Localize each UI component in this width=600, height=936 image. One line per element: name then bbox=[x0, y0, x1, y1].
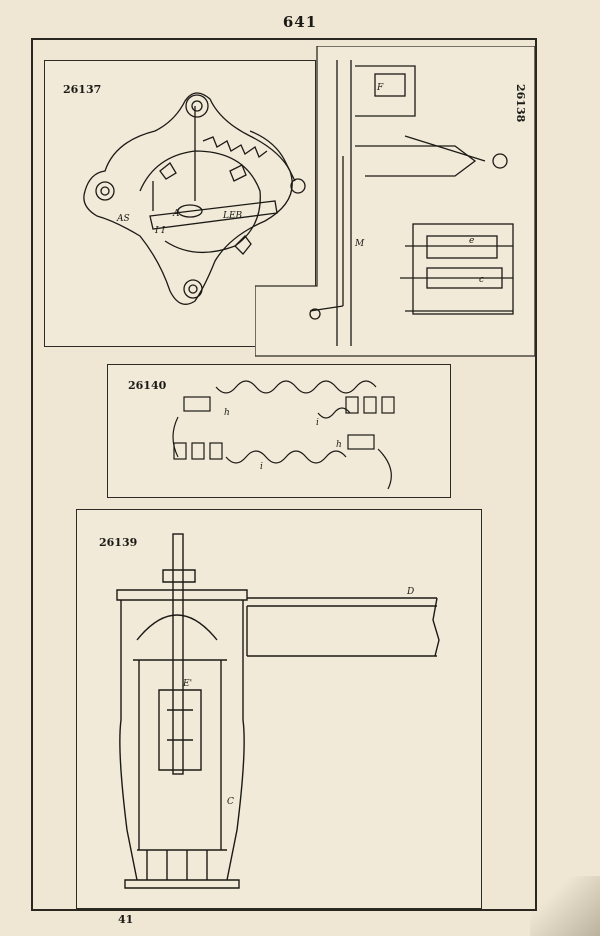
figure-26137-drawing: A LEB AS I I bbox=[83, 92, 306, 305]
page-corner-shadow bbox=[530, 876, 600, 936]
figure-26140-drawing: h i h i bbox=[172, 380, 395, 490]
figure-26140-label-i1: i bbox=[316, 418, 319, 428]
figure-26138-number: 26138 bbox=[514, 84, 527, 123]
plate-frame: 26137 A LEB AS I I bbox=[31, 38, 537, 911]
figure-26137-panel: 26137 A LEB AS I I bbox=[44, 60, 316, 347]
figure-26138-panel: F M e c 26138 bbox=[255, 46, 537, 359]
figure-26139-drawing: D E' C bbox=[116, 533, 440, 889]
figure-26139-label-d: D bbox=[406, 587, 414, 597]
figure-26140-label-h1: h bbox=[224, 408, 230, 418]
figure-26137-label-as: AS bbox=[116, 214, 130, 224]
figure-26137-number: 26137 bbox=[63, 83, 102, 96]
figure-26137-label-leb: LEB bbox=[222, 211, 243, 221]
figure-26138-drawing: F M e c 26138 bbox=[255, 46, 536, 357]
page-number: 641 bbox=[282, 13, 318, 31]
figure-26139-label-e-prime: E' bbox=[182, 679, 192, 689]
figure-26139-panel: 26139 bbox=[76, 509, 482, 909]
figure-26140-label-h2: h bbox=[336, 440, 342, 450]
figure-26140-number: 26140 bbox=[128, 379, 167, 392]
figure-26140-label-i2: i bbox=[260, 462, 263, 472]
figure-26139-number: 26139 bbox=[99, 536, 138, 549]
figure-26139-label-c: C bbox=[227, 797, 234, 807]
figure-26138-label-f: F bbox=[376, 83, 384, 93]
figure-26140-panel: 26140 h i h i bbox=[107, 364, 451, 498]
figure-26138-label-e: e bbox=[469, 236, 474, 246]
sheet-number: 41 bbox=[118, 913, 134, 926]
figure-26138-label-c: c bbox=[479, 275, 484, 285]
figure-26137-label-a: A bbox=[172, 209, 180, 219]
figure-26138-label-m: M bbox=[354, 239, 365, 249]
figure-26137-label-ii: I I bbox=[154, 226, 165, 236]
